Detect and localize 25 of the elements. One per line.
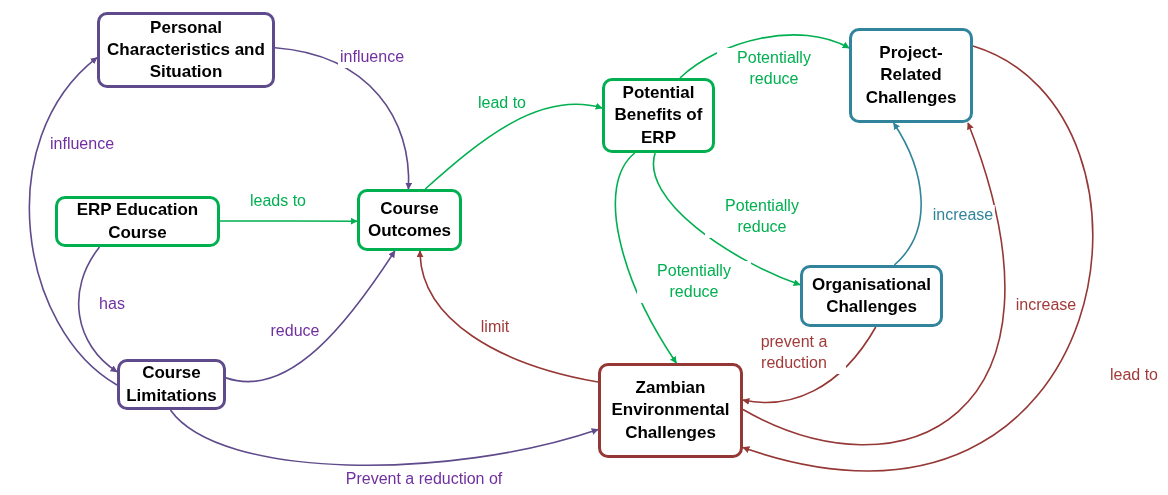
arrow [274, 46, 412, 190]
edge-label: influence [338, 47, 406, 68]
arrow [417, 250, 599, 383]
edge-label: Potentially reduce [637, 261, 751, 303]
arrow [225, 250, 396, 383]
concept-box: Zambian Environmental Challenges [598, 363, 743, 458]
concept-box: Potential Benefits of ERP [602, 78, 715, 153]
arrow [652, 152, 801, 286]
arrow [742, 326, 877, 405]
arrow [679, 34, 850, 79]
arrow [614, 152, 678, 364]
concept-box: Personal Characteristics and Situation [97, 12, 275, 88]
concept-box: Course Limitations [117, 359, 226, 410]
arrow [169, 409, 599, 466]
concept-box: Organisational Challenges [800, 265, 943, 327]
concept-box: Course Outcomes [357, 189, 462, 251]
arrow [219, 217, 358, 225]
arrow [424, 103, 603, 190]
arrow [742, 45, 1093, 470]
arrow [742, 122, 1006, 446]
arrow [28, 56, 118, 386]
concept-box: Project-Related Challenges [849, 28, 973, 123]
arrow [892, 122, 922, 266]
concept-box: ERP Education Course [55, 196, 220, 247]
arrow [77, 246, 118, 373]
